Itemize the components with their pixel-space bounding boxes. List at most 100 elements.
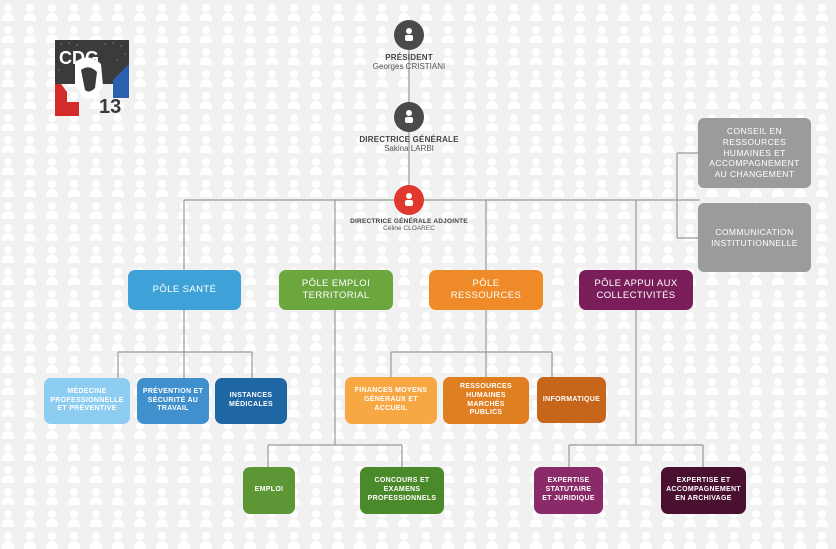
service-medecine[interactable]: MÉDECINE PROFESSIONNELLE ET PRÉVENTIVE	[44, 378, 130, 424]
person-silhouette-icon	[266, 48, 278, 65]
person-silhouette-icon	[266, 4, 278, 21]
service-prevention[interactable]: PRÉVENTION ET SÉCURITÉ AU TRAVAIL	[137, 378, 209, 424]
person-silhouette-icon	[684, 92, 696, 109]
person-silhouette-icon	[750, 422, 762, 439]
person-silhouette-icon	[816, 510, 828, 527]
service-informatique[interactable]: INFORMATIQUE	[537, 377, 606, 423]
service-archivage[interactable]: EXPERTISE ET ACCOMPAGNEMENT EN ARCHIVAGE	[661, 467, 746, 514]
person-silhouette-icon	[618, 158, 630, 175]
person-silhouette-icon	[442, 4, 454, 21]
person-silhouette-icon	[442, 180, 454, 197]
person-silhouette-icon	[222, 202, 234, 219]
person-silhouette-icon	[464, 312, 476, 329]
person-silhouette-icon	[750, 378, 762, 395]
person-silhouette-icon	[618, 444, 630, 461]
person-silhouette-icon	[728, 70, 740, 87]
person-silhouette-icon	[508, 356, 520, 373]
person-silhouette-icon	[266, 532, 278, 549]
person-silhouette-icon	[288, 312, 300, 329]
service-expertise[interactable]: EXPERTISE STATUTAIRE ET JURIDIQUE	[534, 467, 603, 514]
conseil-box[interactable]: CONSEIL EN RESSOURCES HUMAINES ET ACCOMP…	[698, 118, 811, 188]
person-silhouette-icon	[772, 334, 784, 351]
person-silhouette-icon	[354, 334, 366, 351]
person-silhouette-icon	[68, 202, 80, 219]
person-silhouette-icon	[420, 356, 432, 373]
pole-emploi[interactable]: PÔLE EMPLOI TERRITORIAL	[279, 270, 393, 310]
person-silhouette-icon	[640, 4, 652, 21]
person-silhouette-icon	[354, 92, 366, 109]
person-silhouette-icon	[464, 510, 476, 527]
person-silhouette-icon	[816, 268, 828, 285]
person-silhouette-icon	[376, 356, 388, 373]
person-silhouette-icon	[508, 136, 520, 153]
person-silhouette-icon	[24, 180, 36, 197]
service-finances[interactable]: FINANCES MOYENS GÉNÉRAUX ET ACCUEIL	[345, 377, 437, 424]
person-silhouette-icon	[398, 70, 410, 87]
person-silhouette-icon	[508, 334, 520, 351]
person-silhouette-icon	[310, 532, 322, 549]
communication-box[interactable]: COMMUNICATION INSTITUTIONNELLE	[698, 203, 811, 272]
person-silhouette-icon	[398, 312, 410, 329]
person-silhouette-icon	[178, 466, 190, 483]
person-silhouette-icon	[772, 290, 784, 307]
person-silhouette-icon	[266, 114, 278, 131]
pole-ressources[interactable]: PÔLE RESSOURCES	[429, 270, 543, 310]
person-silhouette-icon	[24, 4, 36, 21]
person-silhouette-icon	[178, 158, 190, 175]
person-silhouette-icon	[376, 114, 388, 131]
person-silhouette-icon	[266, 202, 278, 219]
person-silhouette-icon	[310, 334, 322, 351]
person-silhouette-icon	[244, 444, 256, 461]
person-silhouette-icon	[2, 268, 14, 285]
person-silhouette-icon	[596, 4, 608, 21]
person-silhouette-icon	[618, 488, 630, 505]
person-silhouette-icon	[46, 290, 58, 307]
person-silhouette-icon	[354, 136, 366, 153]
person-silhouette-icon	[662, 114, 674, 131]
person-silhouette-icon	[508, 532, 520, 549]
person-silhouette-icon	[816, 92, 828, 109]
person-silhouette-icon	[178, 510, 190, 527]
person-silhouette-icon	[684, 158, 696, 175]
service-instances[interactable]: INSTANCES MÉDICALES	[215, 378, 287, 424]
person-silhouette-icon	[310, 356, 322, 373]
person-silhouette-icon	[222, 510, 234, 527]
person-silhouette-icon	[706, 312, 718, 329]
person-silhouette-icon	[332, 444, 344, 461]
person-silhouette-icon	[46, 312, 58, 329]
service-concours[interactable]: CONCOURS ET EXAMENS PROFESSIONNELS	[360, 467, 444, 514]
person-silhouette-icon	[464, 466, 476, 483]
person-silhouette-icon	[816, 158, 828, 175]
person-silhouette-icon	[552, 70, 564, 87]
person-silhouette-icon	[156, 114, 168, 131]
person-silhouette-icon	[662, 48, 674, 65]
person-silhouette-icon	[684, 334, 696, 351]
pole-appui[interactable]: PÔLE APPUI AUX COLLECTIVITÉS	[579, 270, 693, 310]
person-silhouette-icon	[288, 4, 300, 21]
person-silhouette-icon	[90, 136, 102, 153]
person-silhouette-icon	[662, 400, 674, 417]
person-silhouette-icon	[24, 158, 36, 175]
service-rh[interactable]: RESSOURCES HUMAINES MARCHÉS PUBLICS	[443, 377, 529, 424]
person-silhouette-icon	[640, 510, 652, 527]
person-silhouette-icon	[794, 356, 806, 373]
person-silhouette-icon	[134, 444, 146, 461]
person-silhouette-icon	[552, 180, 564, 197]
service-emploi[interactable]: EMPLOI	[243, 467, 295, 514]
person-silhouette-icon	[200, 334, 212, 351]
person-silhouette-icon	[2, 466, 14, 483]
person-silhouette-icon	[684, 400, 696, 417]
person-silhouette-icon	[486, 532, 498, 549]
pole-sante[interactable]: PÔLE SANTÉ	[128, 270, 241, 310]
person-silhouette-icon	[200, 4, 212, 21]
person-silhouette-icon	[508, 26, 520, 43]
person-silhouette-icon	[376, 70, 388, 87]
person-silhouette-icon	[68, 356, 80, 373]
person-silhouette-icon	[640, 224, 652, 241]
person-silhouette-icon	[574, 4, 586, 21]
person-silhouette-icon	[68, 444, 80, 461]
person-silhouette-icon	[24, 48, 36, 65]
person-silhouette-icon	[750, 510, 762, 527]
person-silhouette-icon	[574, 180, 586, 197]
